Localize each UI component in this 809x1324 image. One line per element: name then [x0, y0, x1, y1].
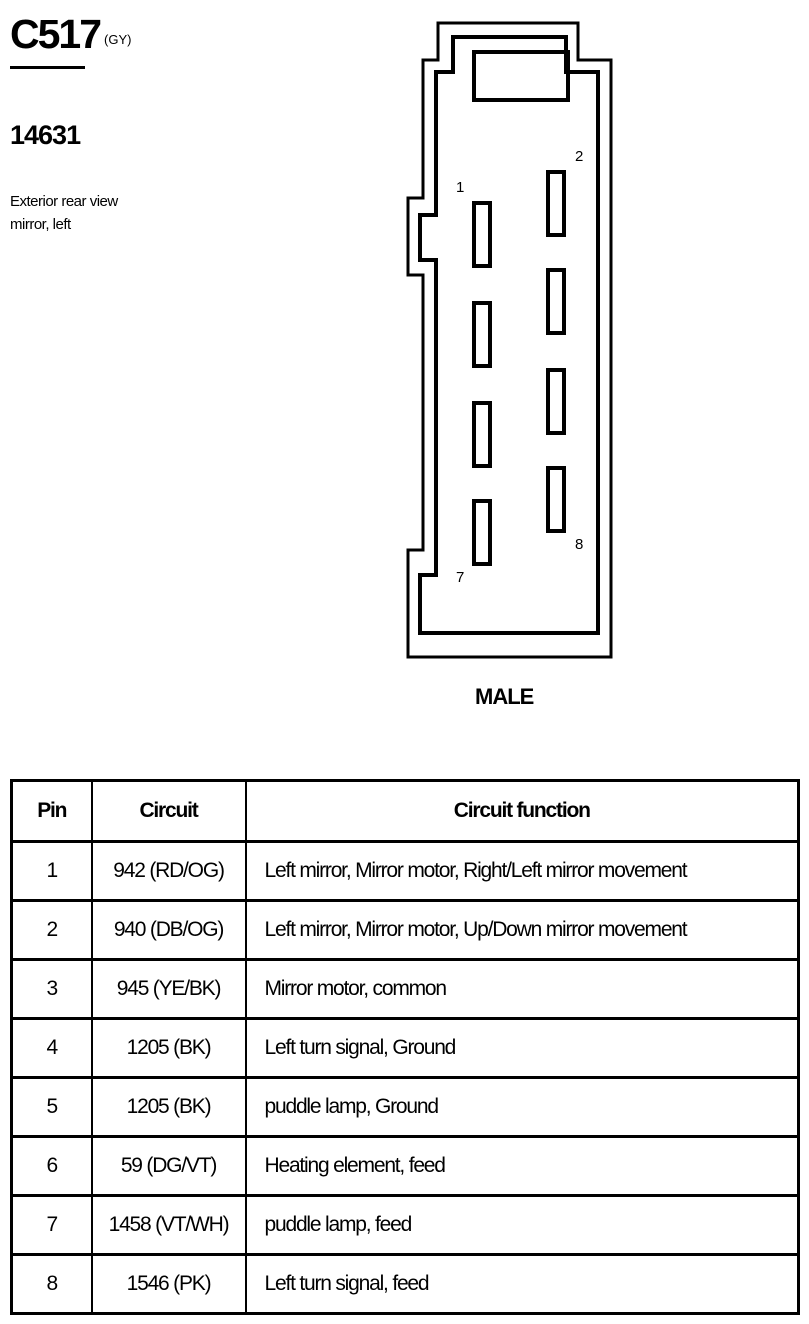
- table-row: 1 942 (RD/OG) Left mirror, Mirror motor,…: [10, 840, 800, 902]
- function-cell: Left turn signal, Ground: [244, 1017, 800, 1079]
- circuit-cell: 1205 (BK): [90, 1017, 247, 1079]
- circuit-cell: 940 (DB/OG): [90, 899, 247, 961]
- function-cell: Heating element, feed: [244, 1135, 800, 1197]
- pin-cell: 3: [10, 958, 93, 1020]
- terminal-cavity: [546, 466, 566, 533]
- terminal-cavity: [472, 301, 492, 368]
- pin-function-table: Pin Circuit Circuit function 1 942 (RD/O…: [10, 779, 800, 1315]
- function-cell: Mirror motor, common: [244, 958, 800, 1020]
- table-row: 6 59 (DG/VT) Heating element, feed: [10, 1135, 800, 1197]
- terminal-cavity: [546, 170, 566, 237]
- pin-cell: 2: [10, 899, 93, 961]
- connector-inner-housing: [418, 35, 600, 635]
- function-cell: Left turn signal, feed: [244, 1253, 800, 1315]
- pin-label-1: 1: [456, 179, 464, 196]
- terminal-cavity: [546, 368, 566, 435]
- table-header-row: Pin Circuit Circuit function: [10, 779, 800, 843]
- table-row: 8 1546 (PK) Left turn signal, feed: [10, 1253, 800, 1315]
- circuit-cell: 1205 (BK): [90, 1076, 247, 1138]
- connector-color: (GY): [104, 32, 132, 47]
- connector-id: C517: [10, 11, 102, 57]
- function-cell: Left mirror, Mirror motor, Right/Left mi…: [244, 840, 800, 902]
- connector-description: Exterior rear view mirror, left: [10, 190, 150, 236]
- terminal-cavity: [472, 401, 492, 468]
- terminal-cavity: [472, 499, 492, 566]
- pin-cell: 1: [10, 840, 93, 902]
- pin-label-2: 2: [575, 148, 583, 165]
- pin-cell: 8: [10, 1253, 93, 1315]
- part-number: 14631: [10, 120, 81, 150]
- table-row: 7 1458 (VT/WH) puddle lamp, feed: [10, 1194, 800, 1256]
- pin-label-7: 7: [456, 569, 464, 586]
- circuit-cell: 1546 (PK): [90, 1253, 247, 1315]
- circuit-cell: 59 (DG/VT): [90, 1135, 247, 1197]
- table-row: 5 1205 (BK) puddle lamp, Ground: [10, 1076, 800, 1138]
- function-cell: puddle lamp, Ground: [244, 1076, 800, 1138]
- column-header-function: Circuit function: [244, 779, 800, 843]
- description-line-1: Exterior rear view: [10, 193, 118, 210]
- table-row: 4 1205 (BK) Left turn signal, Ground: [10, 1017, 800, 1079]
- table-row: 2 940 (DB/OG) Left mirror, Mirror motor,…: [10, 899, 800, 961]
- terminal-cavity: [546, 268, 566, 335]
- pin-cell: 5: [10, 1076, 93, 1138]
- title-underline: [10, 66, 85, 69]
- function-cell: Left mirror, Mirror motor, Up/Down mirro…: [244, 899, 800, 961]
- connector-outer-housing: [406, 21, 613, 659]
- circuit-cell: 945 (YE/BK): [90, 958, 247, 1020]
- pin-cell: 6: [10, 1135, 93, 1197]
- function-cell: puddle lamp, feed: [244, 1194, 800, 1256]
- terminal-cavity: [472, 201, 492, 268]
- locking-tab: [472, 50, 570, 102]
- table-row: 3 945 (YE/BK) Mirror motor, common: [10, 958, 800, 1020]
- pin-cell: 4: [10, 1017, 93, 1079]
- description-line-2: mirror, left: [10, 216, 71, 233]
- pin-cell: 7: [10, 1194, 93, 1256]
- circuit-cell: 942 (RD/OG): [90, 840, 247, 902]
- circuit-cell: 1458 (VT/WH): [90, 1194, 247, 1256]
- column-header-circuit: Circuit: [90, 779, 247, 843]
- view-label: MALE: [475, 684, 534, 709]
- column-header-pin: Pin: [10, 779, 93, 843]
- connector-face-diagram: 1 2 7 8: [406, 21, 613, 659]
- pin-label-8: 8: [575, 536, 583, 553]
